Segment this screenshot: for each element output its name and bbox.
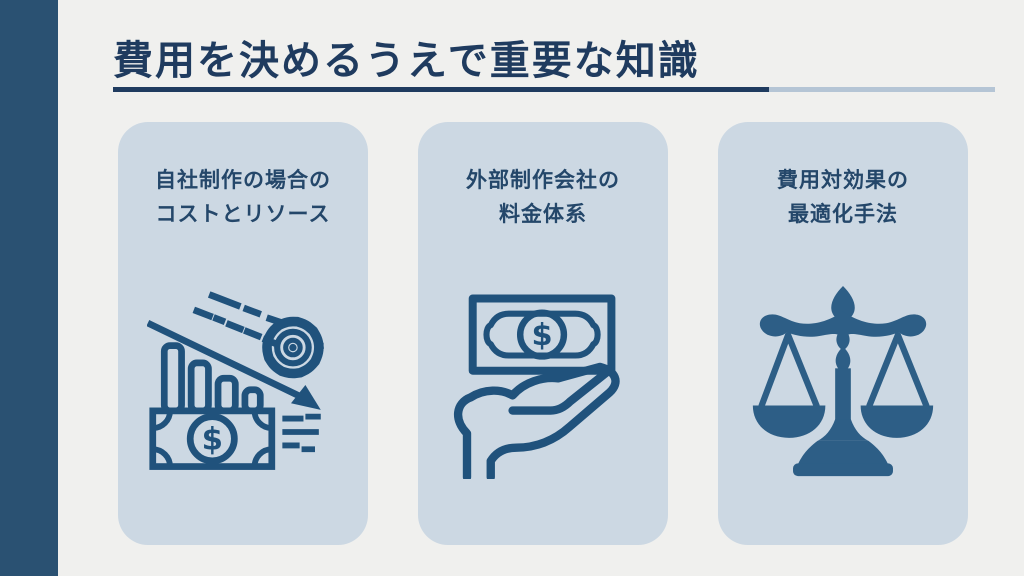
card-title: 自社制作の場合の コストとリソース (155, 164, 331, 232)
knowledge-card-external-fees: 外部制作会社の 料金体系 $ (418, 122, 668, 545)
card-title-line1: 自社制作の場合の (155, 169, 331, 192)
dollar-sign: $ (202, 421, 223, 457)
card-title-line1: 外部制作会社の (466, 169, 620, 192)
title-underline (113, 87, 995, 92)
card-title: 外部制作会社の 料金体系 (466, 164, 620, 232)
sidebar-accent-bar (0, 0, 58, 576)
card-title-line2: コストとリソース (155, 203, 331, 226)
knowledge-card-inhouse-cost: 自社制作の場合の コストとリソース (118, 122, 368, 545)
card-title-line2: 料金体系 (499, 203, 587, 226)
title-underline-dark-segment (113, 87, 769, 92)
money-in-hand-icon: $ (443, 284, 643, 484)
dollar-sign: $ (531, 318, 552, 353)
card-title-line1: 費用対効果の (777, 169, 909, 192)
card-title-line2: 最適化手法 (788, 203, 898, 226)
cost-reduction-icon: $ (143, 284, 343, 484)
knowledge-card-cost-effectiveness: 費用対効果の 最適化手法 (718, 122, 968, 545)
balance-scale-icon (743, 284, 943, 484)
cards-container: 自社制作の場合の コストとリソース (118, 122, 968, 545)
card-title: 費用対効果の 最適化手法 (777, 164, 909, 232)
page-title: 費用を決めるうえで重要な知識 (113, 39, 700, 83)
title-underline-light-segment (769, 87, 995, 92)
